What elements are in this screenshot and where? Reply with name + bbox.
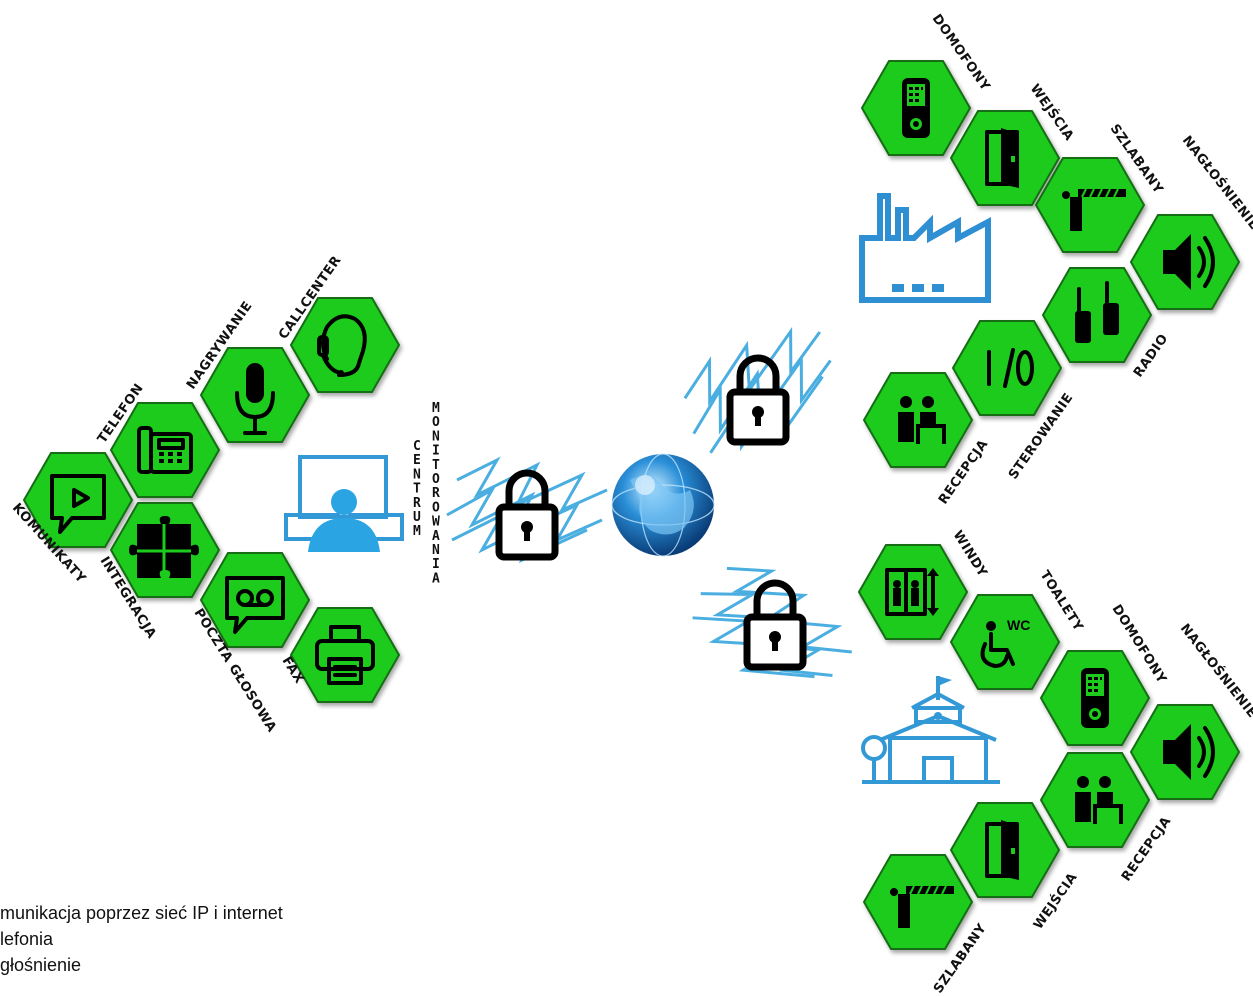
operator-monitor-icon [284, 455, 404, 552]
microphone-icon [235, 363, 275, 435]
puzzle-icon [129, 516, 199, 578]
left-hex-cluster [22, 297, 401, 703]
hex-poczta-glosowa [199, 552, 311, 648]
hex-windy [857, 544, 969, 640]
legend-line-3: głośnienie [0, 955, 82, 975]
hex-komunikaty [22, 452, 134, 548]
hex-nagrywanie [199, 347, 311, 443]
headset-icon [317, 314, 367, 377]
video-message-icon [50, 474, 106, 534]
hex-telefon [109, 402, 221, 498]
hex-domofony-factory [860, 60, 972, 156]
intercom-icon [902, 78, 930, 138]
printer-icon [315, 625, 375, 685]
elevator-icon [885, 568, 939, 616]
padlock-icon [747, 583, 803, 667]
voicemail-icon [225, 576, 285, 634]
hex-recepcja-factory [862, 372, 974, 468]
io-icon [987, 348, 1034, 388]
legend-line-1: munikacja poprzez sieć IP i internet [0, 903, 283, 923]
hex-domofony-school [1039, 650, 1151, 746]
hex-fax [289, 607, 401, 703]
radio-icon [1075, 281, 1119, 343]
hex-wejscia-factory [949, 110, 1061, 206]
school-hex-cluster: WC [857, 544, 1241, 950]
hex-integracja [109, 502, 221, 598]
factory-icon [859, 193, 991, 303]
intercom-icon [1081, 668, 1109, 728]
hex-szlabany-school [862, 854, 974, 950]
hex-callcenter [289, 297, 401, 393]
hex-naglosnienie-factory [1129, 214, 1241, 310]
legend-line-2: lefonia [0, 929, 54, 949]
globe-icon [611, 453, 715, 557]
hex-recepcja-school [1039, 752, 1151, 848]
factory-hex-cluster [860, 60, 1241, 468]
legend: munikacja poprzez sieć IP i internet lef… [0, 900, 283, 978]
hex-naglosnienie-school [1129, 704, 1241, 800]
link-left [445, 458, 609, 562]
hex-szlabany-factory [1034, 157, 1146, 253]
svg-text:WC: WC [1007, 617, 1030, 633]
hex-wejscia-school [949, 802, 1061, 898]
hex-sterowanie [951, 320, 1063, 416]
desk-phone-icon [137, 426, 193, 474]
hex-toalety: WC [949, 594, 1061, 690]
school-icon [861, 676, 1000, 784]
wc-icon: WC [980, 617, 1030, 668]
hex-radio [1041, 267, 1153, 363]
